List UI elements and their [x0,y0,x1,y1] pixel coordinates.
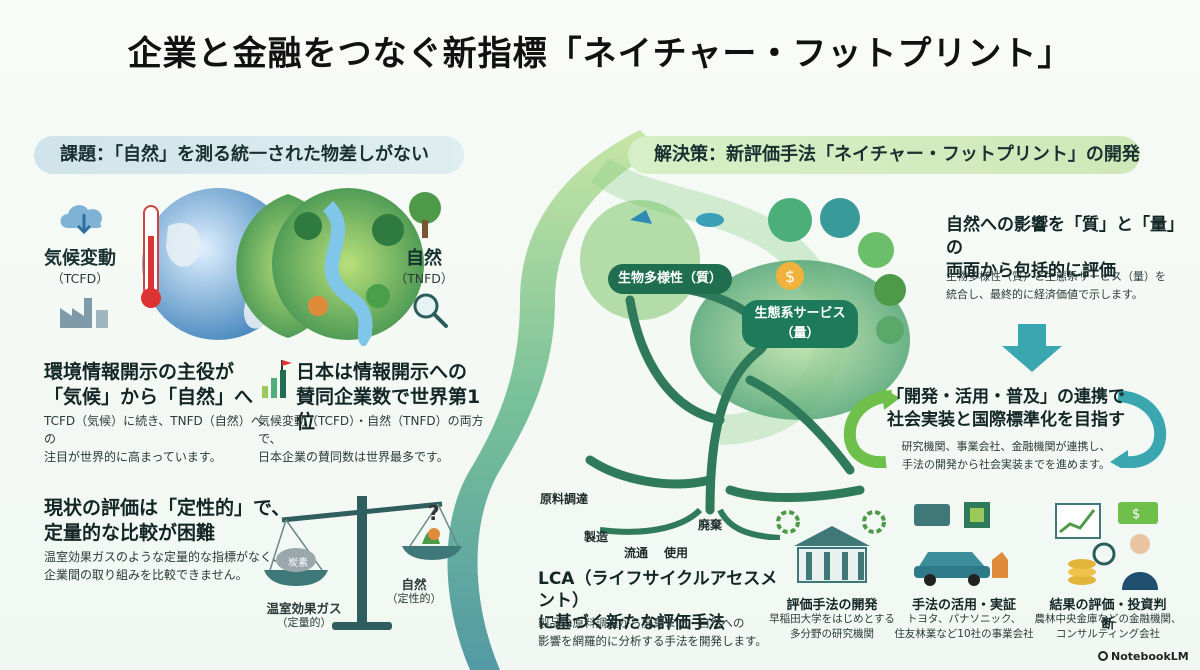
factory-icon [60,298,108,328]
item-develop-text: 早稲田大学をはじめとする 多分野の研究機関 [769,613,895,640]
cycle-arrow-left-icon [843,388,900,468]
eval-title: 自然への影響を「質」と「量」の 両面から包括的に評価 [946,215,1184,281]
lca-step-sourcing: 原料調達 [540,492,589,506]
page-title: 企業と金融をつなぐ新指標「ネイチャー・フットプリント」 [127,34,1073,74]
lca-step-disposal: 廃棄 [698,518,723,532]
university-building-icon [776,510,886,583]
tree-footprint-illustration: $ [580,198,910,540]
solution-banner: 解決策：新評価手法「ネイチャー・フットプリント」の開発 [628,136,1140,174]
brand-footer: NotebookLM [1098,650,1189,663]
coop-title: 「開発・活用・普及」の連携で 社会実装と国際標準化を目指す [887,387,1125,430]
item-apply-title: 手法の活用・実証 [911,598,1016,613]
bar-chart-flag-icon [262,360,292,398]
scale-nature-label: 自然 [401,577,427,592]
item-invest-title: 結果の評価・投資判断 [1049,598,1167,632]
biodiversity-pill: 生物多様性（質） [608,264,732,294]
svg-text:$: $ [1132,507,1140,522]
cycle-arrow-right-icon [1110,390,1167,468]
nature-label: 自然 [406,248,442,269]
point2-title: 日本は情報開示への 賛同企業数で世界第1位 [296,361,481,433]
eval-text: 生物多様性（質）と生態系サービス（量）を 統合し、最終的に経済価値で示します。 [946,270,1166,301]
globe-illustration [141,188,424,346]
ghg-label: 温室効果ガス [266,601,342,616]
lca-text: 製品の原料調達から廃棄まで、自然への 影響を網羅的に分析する手法を開発します。 [538,616,767,648]
svg-text:$: $ [785,267,795,286]
item-invest-text: 農林中央金庫などの金融機関、 コンサルティング会社 [1034,613,1182,640]
point3-title: 現状の評価は「定性的」で、 定量的な比較が困難 [44,497,291,544]
lca-title: LCA（ライフサイクルアセスメント） に基づく新たな評価手法 [538,569,778,633]
carbon-tag: 炭素 [288,558,308,569]
point1-text: TCFD（気候）に続き、TNFD（自然）への 注目が世界的に高まっています。 [44,414,263,464]
nature-sub: （TNFD） [394,271,454,286]
item-develop-title: 評価手法の開発 [786,598,878,613]
ghg-sub: （定量的） [276,616,332,629]
brand-logo-icon [1098,651,1108,661]
ecosystem-pill: 生態系サービス （量） [742,300,858,348]
lca-step-manufacturing: 製造 [584,530,609,544]
point1-title: 環境情報開示の主役が 「気候」から「自然」へ [44,361,254,408]
brand-name: NotebookLM [1111,650,1189,663]
problem-banner: 課題：「自然」を測る統一された物差しがない [34,136,464,174]
car-chip-icon [914,502,1008,586]
svg-text:?: ? [428,501,440,525]
climate-label: 気候変動 [44,248,116,269]
lca-step-distribution: 流通 [624,546,649,560]
coop-text: 研究機関、事業会社、金融機関が連携し、 手法の開発から社会実装までを進めます。 [901,440,1111,471]
lca-step-use: 使用 [664,546,689,560]
scale-nature-sub: （定性的） [386,592,442,605]
item-apply-text: トヨタ、パナソニック、 住友林業など10社の事業会社 [894,613,1034,640]
cloud-download-icon [60,205,103,235]
tree-icon [409,192,441,238]
magnifier-icon [413,293,448,328]
balance-scale-illustration: ? [264,496,462,630]
point2-text: 気候変動（TCFD）・自然（TNFD）の両方で、 日本企業の賛同数は世界最多です… [258,414,484,464]
point3-text: 温室効果ガスのような定量的な指標がなく、 企業間の取り組みを比較できません。 [44,550,285,582]
climate-sub: （TCFD） [51,271,109,286]
investor-chart-icon: $ [1055,502,1158,590]
down-arrow-icon [1002,324,1062,372]
